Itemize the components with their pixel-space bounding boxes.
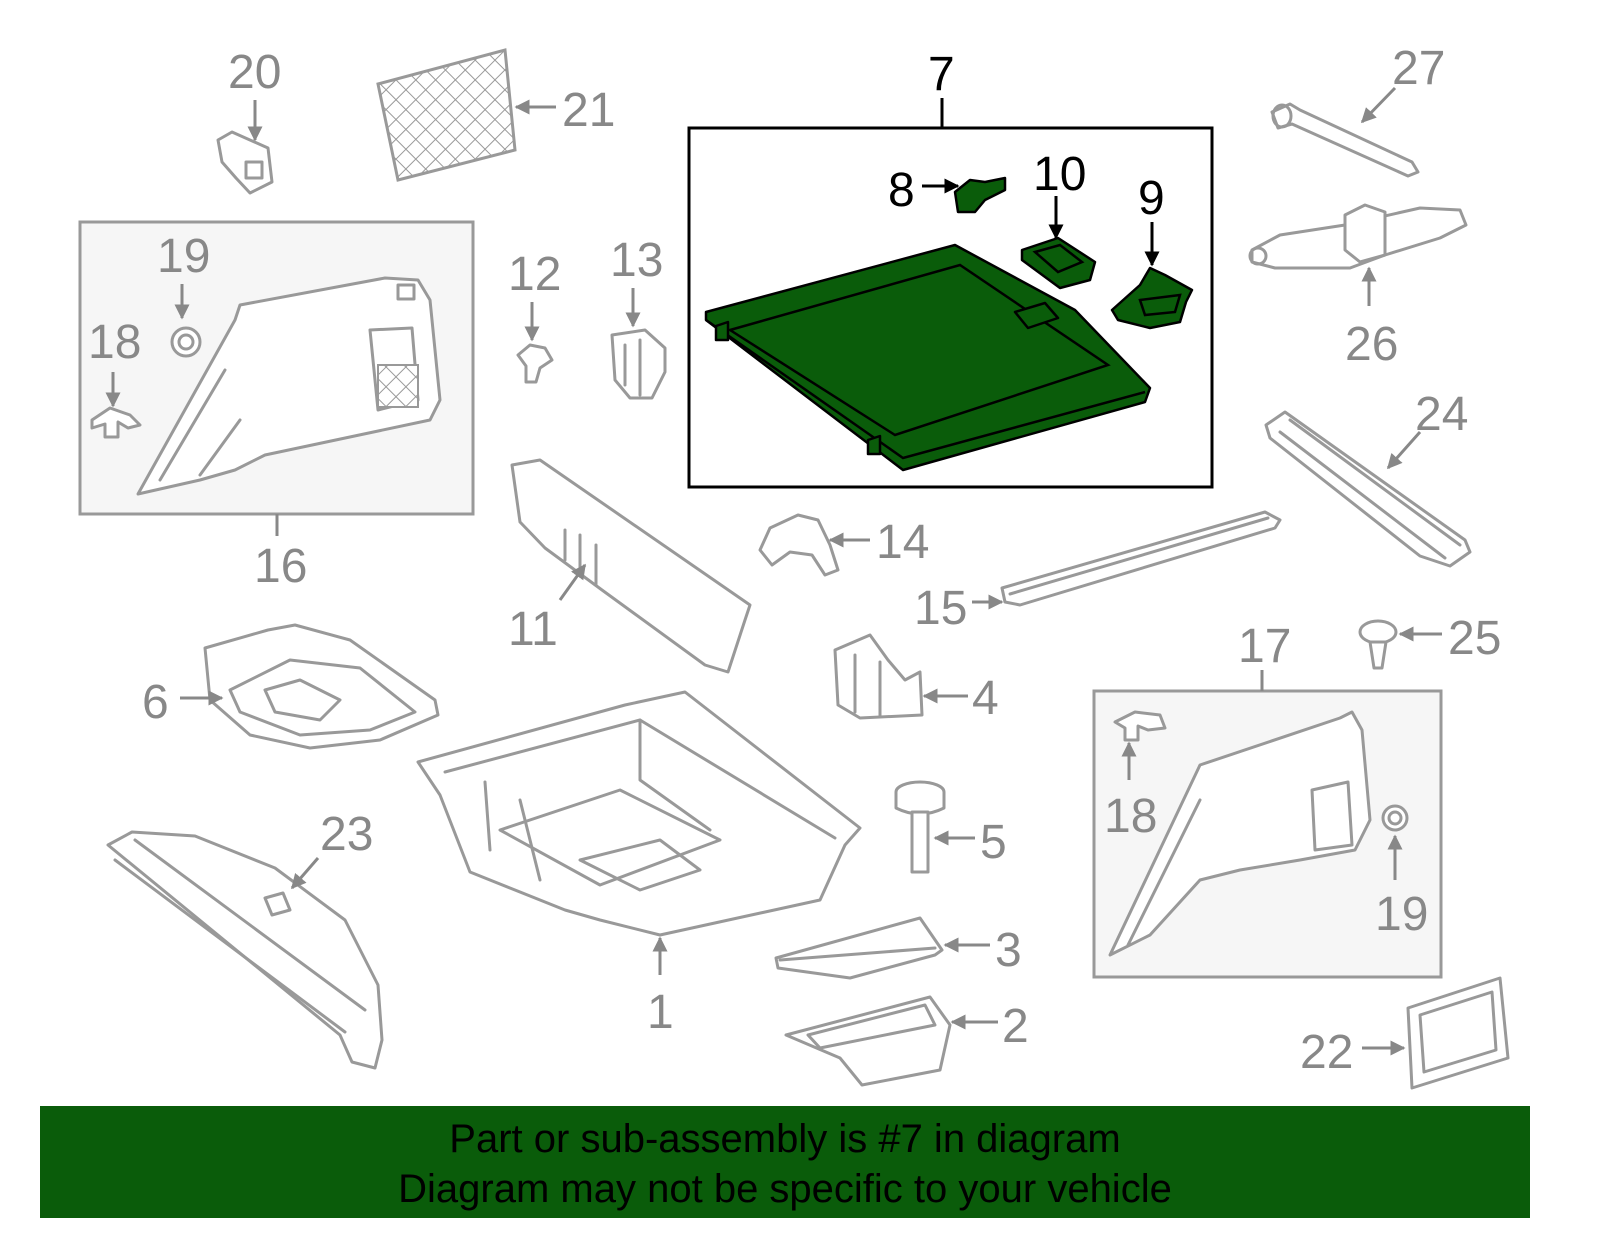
part-1: 1 <box>416 690 862 1039</box>
banner-line-2: Diagram may not be specific to your vehi… <box>398 1167 1172 1211</box>
part-14: 14 <box>758 513 929 577</box>
callout-3: 3 <box>995 924 1022 977</box>
part-23: 23 <box>106 808 384 1070</box>
group-box-7: 7 8 10 9 <box>687 48 1214 489</box>
callout-11: 11 <box>508 603 558 656</box>
part-20: 20 <box>216 46 281 195</box>
callout-2: 2 <box>1002 1000 1029 1053</box>
callout-12: 12 <box>508 248 561 301</box>
callout-15: 15 <box>914 582 967 635</box>
callout-4: 4 <box>972 672 999 725</box>
callout-1: 1 <box>647 986 674 1039</box>
callout-6: 6 <box>142 676 169 729</box>
callout-18b: 18 <box>1104 790 1157 843</box>
callout-5: 5 <box>980 816 1007 869</box>
part-24: 24 <box>1264 388 1472 568</box>
part-22: 22 <box>1300 976 1510 1090</box>
banner-line-1: Part or sub-assembly is #7 in diagram <box>449 1117 1121 1161</box>
callout-25: 25 <box>1448 612 1501 665</box>
callout-9: 9 <box>1138 172 1165 225</box>
callout-10: 10 <box>1033 148 1086 201</box>
part-5: 5 <box>894 780 1007 874</box>
part-11: 11 <box>508 458 752 674</box>
part-26: 26 <box>1248 203 1468 371</box>
callout-24: 24 <box>1415 388 1468 441</box>
callout-21: 21 <box>562 84 615 137</box>
callout-17: 17 <box>1238 620 1291 673</box>
callout-22: 22 <box>1300 1026 1353 1079</box>
part-3: 3 <box>774 916 1022 980</box>
callout-27: 27 <box>1392 42 1445 95</box>
part-13: 13 <box>610 234 667 400</box>
part-7-floor-board <box>704 243 1152 472</box>
group-box-16: 19 18 16 <box>78 220 475 593</box>
callout-19a: 19 <box>157 230 210 283</box>
part-4: 4 <box>833 633 999 725</box>
callout-7: 7 <box>928 48 955 101</box>
part-12: 12 <box>508 248 561 384</box>
callout-13: 13 <box>610 234 663 287</box>
part-27: 27 <box>1270 42 1445 178</box>
callout-14: 14 <box>876 516 929 569</box>
group-box-17: 17 18 19 <box>1092 620 1443 979</box>
banner-background <box>40 1106 1530 1218</box>
part-2: 2 <box>784 995 1029 1087</box>
callout-26: 26 <box>1345 318 1398 371</box>
callout-8: 8 <box>888 164 915 217</box>
part-8-clip <box>953 176 1007 214</box>
callout-16: 16 <box>254 540 307 593</box>
callout-19b: 19 <box>1375 888 1428 941</box>
callout-18a: 18 <box>88 316 141 369</box>
part-25: 25 <box>1358 612 1501 670</box>
callout-23: 23 <box>320 808 373 861</box>
info-banner: Part or sub-assembly is #7 in diagram Di… <box>40 1106 1530 1218</box>
part-6: 6 <box>142 623 440 750</box>
callout-20: 20 <box>228 46 281 99</box>
part-21: 21 <box>376 48 615 182</box>
part-15: 15 <box>914 510 1282 635</box>
